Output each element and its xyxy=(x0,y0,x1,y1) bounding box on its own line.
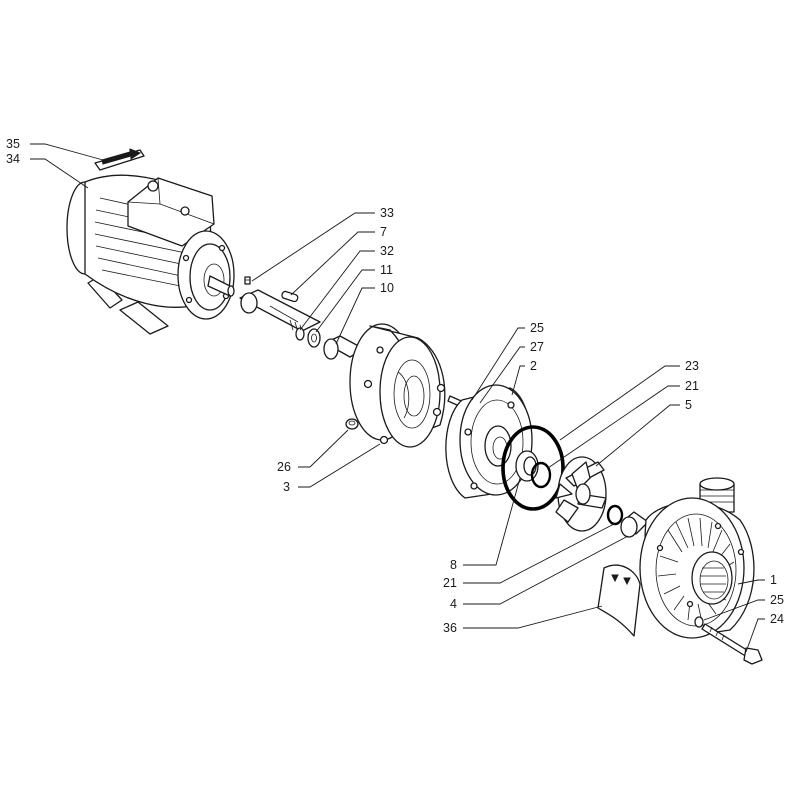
o-ring-21-upper xyxy=(530,461,552,489)
washer-25-lower xyxy=(694,616,704,628)
callout-1: 1 xyxy=(770,573,777,587)
impeller-5 xyxy=(555,456,607,532)
electric-motor-34 xyxy=(66,174,235,335)
impeller-nut-4 xyxy=(620,511,649,538)
plug-26 xyxy=(345,418,359,430)
callout-27: 27 xyxy=(530,340,544,354)
shaft-extension-33 xyxy=(239,276,321,335)
callout-10: 10 xyxy=(380,281,394,295)
callout-7: 7 xyxy=(380,225,387,239)
bolt-24 xyxy=(701,623,763,665)
callout-2: 2 xyxy=(530,359,537,373)
callout-25-upper: 25 xyxy=(530,321,544,335)
callout-25-lower: 25 xyxy=(770,593,784,607)
callout-5: 5 xyxy=(685,398,692,412)
callout-24: 24 xyxy=(770,612,784,626)
callout-23: 23 xyxy=(685,359,699,373)
callout-36: 36 xyxy=(443,621,457,635)
callout-32: 32 xyxy=(380,244,394,258)
seal-housing-cover-2 xyxy=(445,384,533,499)
washer-11 xyxy=(307,328,321,348)
callout-33: 33 xyxy=(380,206,394,220)
callout-21-upper: 21 xyxy=(685,379,699,393)
callout-4: 4 xyxy=(450,597,457,611)
warning-label-36 xyxy=(597,564,641,637)
pin-32 xyxy=(295,327,305,341)
o-ring-23 xyxy=(501,425,565,511)
rotation-direction-arrow-35 xyxy=(94,148,145,171)
callout-34: 34 xyxy=(6,152,20,166)
pump-casing-1 xyxy=(639,477,755,639)
callout-35: 35 xyxy=(6,137,20,151)
callout-8: 8 xyxy=(450,558,457,572)
leader-lines xyxy=(30,143,765,653)
key-7 xyxy=(281,290,299,303)
lantern-adaptor-3 xyxy=(349,323,446,448)
callout-3: 3 xyxy=(283,480,290,494)
callout-11: 11 xyxy=(380,263,393,277)
callout-21-lower: 21 xyxy=(443,576,457,590)
callout-26: 26 xyxy=(277,460,291,474)
o-ring-21-lower xyxy=(606,504,624,526)
